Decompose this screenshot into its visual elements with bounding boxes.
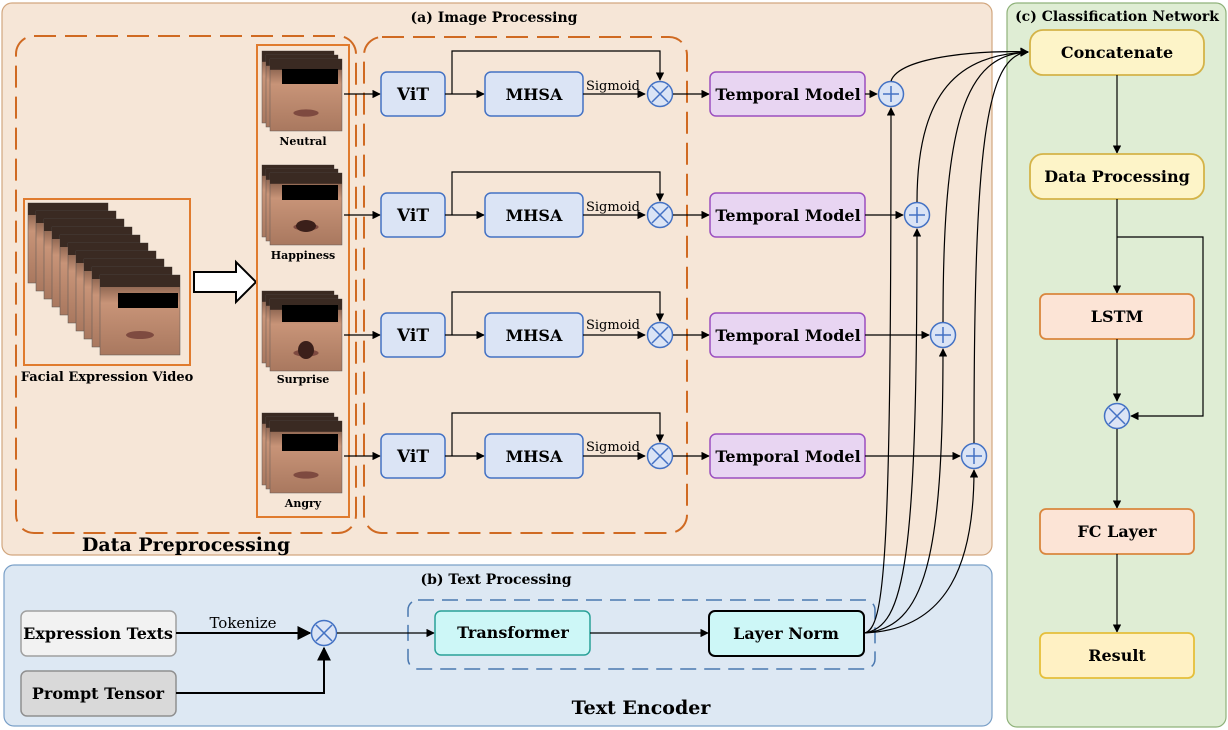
sigmoid-label: Sigmoid	[586, 318, 640, 333]
vit-label: ViT	[396, 447, 429, 467]
sigmoid-label: Sigmoid	[586, 200, 640, 215]
happiness-face-stack	[261, 164, 343, 246]
prompt-tensor-label: Prompt Tensor	[32, 684, 165, 703]
vit-label: ViT	[396, 326, 429, 346]
pipeline-row-angry: ViT MHSA Sigmoid Temporal Model	[344, 412, 988, 479]
mhsa-label: MHSA	[506, 326, 563, 345]
neutral-face-stack	[261, 50, 343, 132]
lstm-label: LSTM	[1091, 307, 1143, 326]
mhsa-label: MHSA	[506, 206, 563, 225]
pipeline-row-happiness: ViT MHSA Sigmoid Temporal Model	[344, 171, 931, 238]
image-processing-title: (a) Image Processing	[411, 10, 578, 26]
feature-extraction-region	[363, 36, 688, 534]
sigmoid-label: Sigmoid	[586, 440, 640, 455]
expression-label-happiness: Happiness	[271, 249, 335, 262]
concatenate-label: Concatenate	[1061, 43, 1173, 62]
text-feature-connectors	[863, 107, 979, 634]
expression-column-box	[256, 44, 350, 518]
layer-norm-box	[708, 610, 865, 657]
mhsa-label: MHSA	[506, 85, 563, 104]
data-processing-label: Data Processing	[1044, 167, 1190, 186]
pipeline-row-surprise: ViT MHSA Sigmoid Temporal Model	[344, 291, 957, 358]
fusion-connectors	[890, 47, 1029, 444]
text-encoder-region	[407, 599, 876, 670]
vit-label: ViT	[396, 85, 429, 105]
temporal-model-label: Temporal Model	[715, 85, 860, 104]
image-processing-panel	[1, 2, 993, 556]
temporal-model-label: Temporal Model	[715, 206, 860, 225]
video-frame-box	[23, 198, 191, 366]
result-label: Result	[1088, 646, 1146, 665]
angry-face-stack	[261, 412, 343, 494]
result-box	[1039, 632, 1195, 679]
expression-label-neutral: Neutral	[279, 135, 326, 148]
expression-label-angry: Angry	[284, 497, 322, 510]
expression-label-surprise: Surprise	[277, 373, 330, 386]
preprocess-arrow-icon	[193, 259, 258, 305]
data-preprocessing-label: Data Preprocessing	[82, 534, 290, 556]
layer-norm-label: Layer Norm	[733, 624, 839, 643]
surprise-face-stack	[261, 290, 343, 372]
temporal-model-label: Temporal Model	[715, 326, 860, 345]
mhsa-label: MHSA	[506, 447, 563, 466]
video-frame-stack	[27, 202, 181, 356]
vit-label: ViT	[396, 206, 429, 226]
classification-title: (c) Classification Network	[1015, 9, 1219, 25]
expression-texts-label: Expression Texts	[23, 624, 173, 643]
transformer-label: Transformer	[457, 623, 569, 642]
tokenize-label: Tokenize	[209, 614, 276, 632]
fc-layer-label: FC Layer	[1077, 522, 1157, 541]
text-processing-title: (b) Text Processing	[420, 572, 571, 588]
temporal-model-label: Temporal Model	[715, 447, 860, 466]
pipeline-row-neutral: ViT MHSA Sigmoid Temporal Model	[344, 50, 905, 117]
text-encoder-label: Text Encoder	[572, 697, 712, 719]
video-label: Facial Expression Video	[21, 370, 194, 385]
data-preprocessing-region	[15, 35, 357, 534]
sigmoid-label: Sigmoid	[586, 79, 640, 94]
